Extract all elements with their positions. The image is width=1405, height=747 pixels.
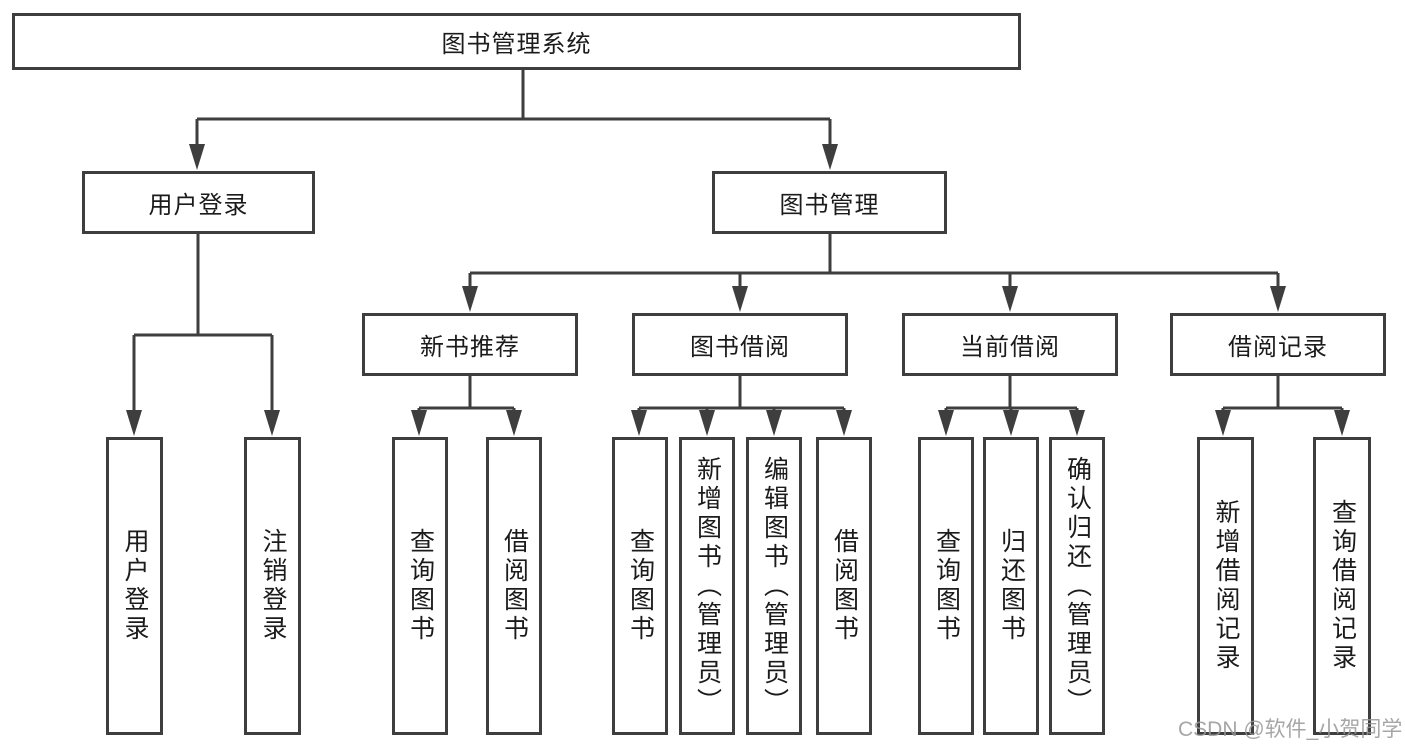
node-leaf-cb-return-books: 归还图书 xyxy=(983,437,1039,735)
node-leaf-br-add-record: 新增借阅记录 xyxy=(1197,437,1254,735)
node-leaf-user-login: 用户登录 xyxy=(106,437,163,735)
node-leaf-br-query-record: 查询借阅记录 xyxy=(1313,437,1371,735)
node-leaf-cb-confirm-return-admin: 确认归还（管理员） xyxy=(1049,437,1105,735)
node-leaf-logout: 注销登录 xyxy=(244,437,301,735)
node-current-borrowing: 当前借阅 xyxy=(902,313,1118,376)
node-leaf-nb-borrow-books: 借阅图书 xyxy=(486,437,542,735)
node-leaf-bb-edit-books-admin: 编辑图书（管理员） xyxy=(746,437,802,735)
node-leaf-bb-add-books-admin: 新增图书（管理员） xyxy=(679,437,735,735)
node-book-management: 图书管理 xyxy=(712,171,947,234)
node-borrowing-records: 借阅记录 xyxy=(1170,313,1386,376)
csdn-watermark: CSDN @软件_小贺同学 xyxy=(1178,718,1403,741)
node-book-borrowing: 图书借阅 xyxy=(632,313,848,376)
node-library-management-system: 图书管理系统 xyxy=(12,13,1021,70)
node-new-book-recommend: 新书推荐 xyxy=(362,313,578,376)
node-user-login: 用户登录 xyxy=(82,171,315,234)
node-leaf-bb-borrow-books: 借阅图书 xyxy=(816,437,872,735)
node-leaf-nb-query-books: 查询图书 xyxy=(392,437,448,735)
node-leaf-cb-query-books: 查询图书 xyxy=(918,437,974,735)
node-leaf-bb-query-books: 查询图书 xyxy=(612,437,668,735)
arrowheads xyxy=(126,144,1350,436)
